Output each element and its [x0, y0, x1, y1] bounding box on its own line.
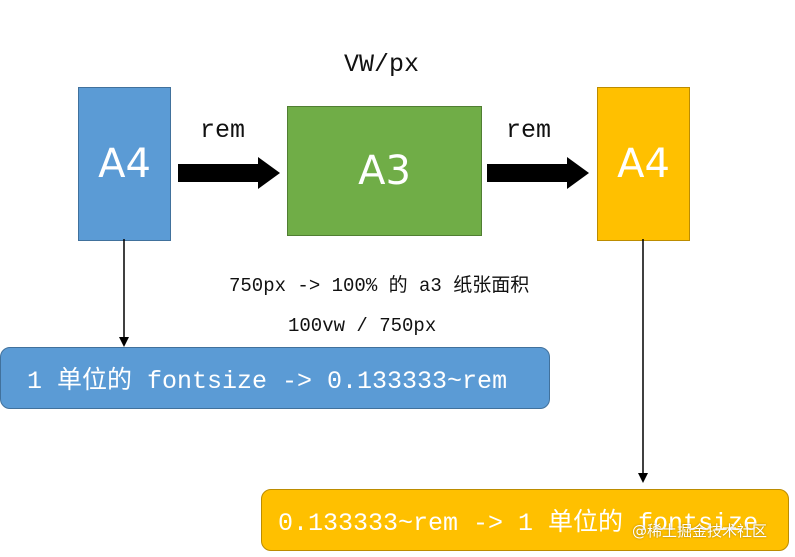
connector-right-head — [638, 473, 648, 483]
arrow-label-right: rem — [506, 116, 552, 145]
box-a4-right: A4 — [597, 87, 690, 241]
note-vw-ratio: 100vw / 750px — [288, 315, 437, 337]
box-a3-middle: A3 — [287, 106, 482, 236]
note-a3-area: 750px -> 100% 的 a3 纸张面积 — [229, 275, 530, 297]
box-a4-left: A4 — [78, 87, 171, 241]
connector-left-head — [119, 337, 129, 347]
block-arrow-left — [178, 157, 280, 189]
block-arrow-right — [487, 157, 589, 189]
pill-blue-text: 1 单位的 fontsize -> 0.133333~rem — [27, 367, 508, 396]
diagram-title: VW/px — [344, 50, 420, 79]
pill-orange: 0.133333~rem -> 1 单位的 fontsize — [261, 489, 789, 551]
box-a4-left-label: A4 — [98, 141, 151, 187]
watermark: @稀土掘金技术社区 — [632, 522, 768, 540]
box-a3-middle-label: A3 — [358, 148, 411, 194]
pill-blue: 1 单位的 fontsize -> 0.133333~rem — [0, 347, 550, 409]
pill-orange-text: 0.133333~rem -> 1 单位的 fontsize — [278, 509, 759, 538]
box-a4-right-label: A4 — [617, 141, 670, 187]
arrow-label-left: rem — [200, 116, 246, 145]
